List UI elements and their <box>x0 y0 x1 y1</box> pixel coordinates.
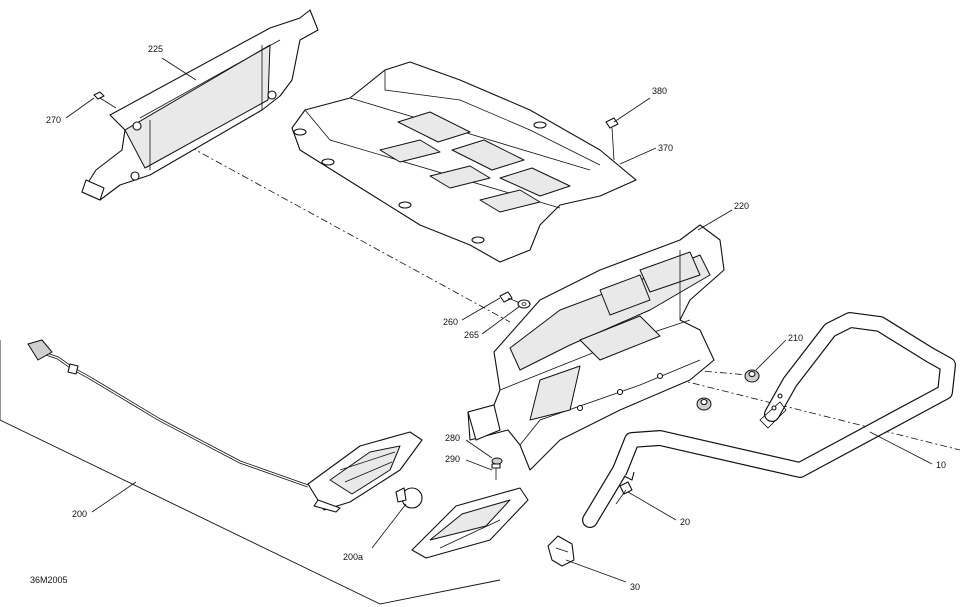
callout-30: 30 <box>630 582 640 592</box>
screw-290 <box>491 463 501 480</box>
leader-225 <box>161 57 197 81</box>
screw-380 <box>605 117 619 161</box>
leader-220 <box>697 209 733 231</box>
clamp-30 <box>547 535 575 567</box>
leader-10 <box>869 431 933 465</box>
leader-260 <box>461 297 501 321</box>
callout-265: 265 <box>464 330 479 340</box>
bracket-panel-225 <box>81 9 319 201</box>
bulb-200a <box>395 487 423 509</box>
callout-20: 20 <box>680 517 690 527</box>
callout-270: 270 <box>46 115 61 125</box>
assembly-line-3 <box>689 369 761 377</box>
leader-210 <box>755 339 787 371</box>
frame-line-bottom-right <box>379 579 501 605</box>
callout-225: 225 <box>148 44 163 54</box>
callout-220: 220 <box>734 201 749 211</box>
bolt-260 <box>499 291 521 304</box>
leader-200 <box>91 481 137 513</box>
callout-290: 290 <box>445 454 460 464</box>
assembly-line-1 <box>149 124 511 323</box>
support-housing-220 <box>467 224 725 471</box>
leader-370 <box>619 147 657 165</box>
callout-370: 370 <box>658 143 673 153</box>
callout-380: 380 <box>652 86 667 96</box>
leader-30 <box>565 559 627 583</box>
callout-280: 280 <box>445 433 460 443</box>
callout-200: 200 <box>72 509 87 519</box>
drawing-code: 36M2005 <box>30 575 68 585</box>
cover-370 <box>291 61 637 263</box>
frame-line-bottom <box>0 419 381 605</box>
nut-210 <box>696 369 760 411</box>
leader-200a <box>371 503 407 549</box>
leader-280 <box>465 439 493 459</box>
leader-265 <box>481 305 521 335</box>
callout-10: 10 <box>936 460 946 470</box>
screw-20 <box>615 471 635 505</box>
leader-380 <box>613 97 651 123</box>
grab-handle-10 <box>582 312 956 528</box>
callout-210: 210 <box>788 333 803 343</box>
taillight-harness-200 <box>27 339 423 513</box>
assembly-line-2 <box>619 364 960 451</box>
grommet-280 <box>491 457 503 465</box>
leader-290 <box>465 459 493 471</box>
screw-270 <box>93 91 117 109</box>
callout-260: 260 <box>443 317 458 327</box>
leader-270 <box>65 97 95 119</box>
lens-cover <box>411 487 529 559</box>
washer-265 <box>517 299 531 309</box>
callout-200a: 200a <box>343 552 363 562</box>
leader-20 <box>627 491 677 521</box>
